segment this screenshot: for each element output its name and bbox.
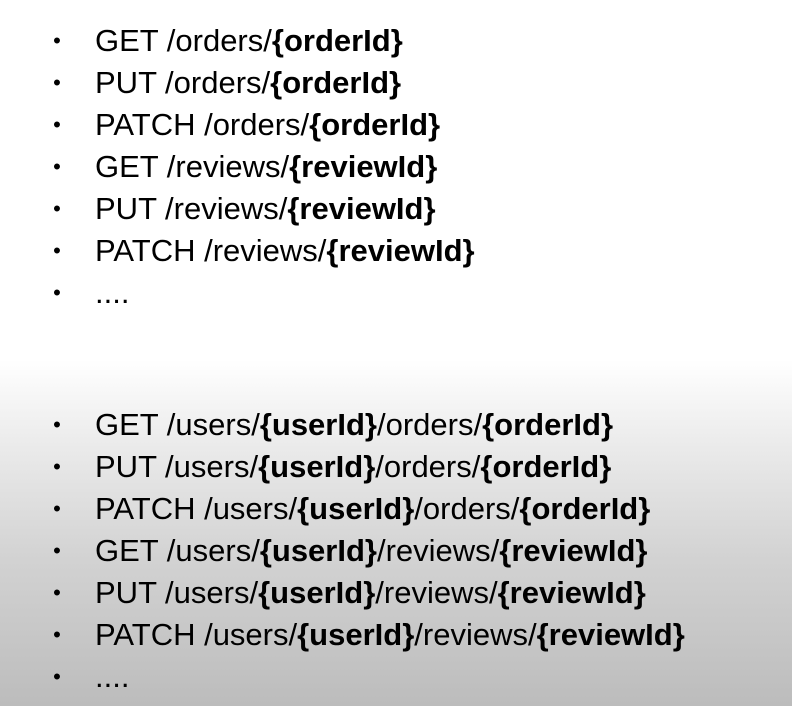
path-parameter: {reviewId}: [497, 575, 646, 610]
bullet-icon: •: [53, 70, 61, 95]
bullet-icon: •: [53, 112, 61, 137]
bullet-icon: •: [53, 580, 61, 605]
endpoint-text: ....: [95, 656, 129, 698]
endpoint-text: GET /users/{userId}/reviews/{reviewId}: [95, 530, 648, 572]
bullet-icon: •: [53, 538, 61, 563]
bullet-icon: •: [53, 496, 61, 521]
path-segment: GET /reviews/: [95, 149, 290, 184]
endpoint-text: PATCH /users/{userId}/orders/{orderId}: [95, 488, 650, 530]
bullet-icon: •: [53, 238, 61, 263]
path-segment: ....: [95, 659, 130, 694]
endpoint-text: PATCH /reviews/{reviewId}: [95, 230, 475, 272]
path-segment: /orders/: [375, 449, 481, 484]
path-segment: PUT /reviews/: [95, 191, 288, 226]
endpoint-text: GET /users/{userId}/orders/{orderId}: [95, 404, 613, 446]
path-parameter: {orderId}: [309, 107, 441, 142]
path-segment: /orders/: [414, 491, 520, 526]
path-segment: PUT /orders/: [95, 65, 271, 100]
path-segment: /reviews/: [376, 533, 500, 568]
path-parameter: {orderId}: [271, 23, 403, 58]
endpoint-text: PUT /users/{userId}/orders/{orderId}: [95, 446, 611, 488]
path-segment: /reviews/: [414, 617, 537, 652]
bullet-icon: •: [53, 154, 61, 179]
path-parameter: {userId}: [259, 407, 377, 442]
path-parameter: {orderId}: [480, 449, 612, 484]
path-segment: /orders/: [376, 407, 483, 442]
path-parameter: {reviewId}: [289, 149, 438, 184]
path-parameter: {reviewId}: [536, 617, 685, 652]
endpoint-text: PUT /reviews/{reviewId}: [95, 188, 436, 230]
path-parameter: {reviewId}: [326, 233, 475, 268]
path-segment: PATCH /reviews/: [95, 233, 327, 268]
path-segment: ....: [95, 275, 130, 310]
endpoint-text: PUT /orders/{orderId}: [95, 62, 401, 104]
path-segment: PUT /users/: [95, 575, 259, 610]
path-parameter: {userId}: [258, 575, 376, 610]
endpoint-text: PATCH /orders/{orderId}: [95, 104, 440, 146]
path-parameter: {orderId}: [519, 491, 651, 526]
path-parameter: {userId}: [297, 491, 415, 526]
bullet-icon: •: [53, 664, 61, 689]
bullet-icon: •: [53, 280, 61, 305]
path-segment: PATCH /orders/: [95, 107, 310, 142]
path-parameter: {userId}: [258, 449, 376, 484]
path-parameter: {userId}: [297, 617, 415, 652]
bullet-icon: •: [53, 454, 61, 479]
endpoint-text: ....: [95, 272, 129, 314]
path-segment: GET /users/: [95, 533, 260, 568]
bullet-icon: •: [53, 412, 61, 437]
path-segment: PATCH /users/: [95, 617, 298, 652]
endpoint-text: PATCH /users/{userId}/reviews/{reviewId}: [95, 614, 685, 656]
path-parameter: {userId}: [259, 533, 377, 568]
path-parameter: {reviewId}: [499, 533, 648, 568]
path-parameter: {reviewId}: [287, 191, 436, 226]
bullet-icon: •: [53, 196, 61, 221]
endpoint-text: GET /reviews/{reviewId}: [95, 146, 437, 188]
path-segment: /reviews/: [375, 575, 498, 610]
path-segment: PATCH /users/: [95, 491, 298, 526]
path-segment: GET /orders/: [95, 23, 272, 58]
bullet-icon: •: [53, 28, 61, 53]
endpoint-text: GET /orders/{orderId}: [95, 20, 403, 62]
path-segment: PUT /users/: [95, 449, 259, 484]
bullet-icon: •: [53, 622, 61, 647]
endpoint-text: PUT /users/{userId}/reviews/{reviewId}: [95, 572, 646, 614]
path-segment: GET /users/: [95, 407, 260, 442]
path-parameter: {orderId}: [270, 65, 402, 100]
path-parameter: {orderId}: [482, 407, 614, 442]
